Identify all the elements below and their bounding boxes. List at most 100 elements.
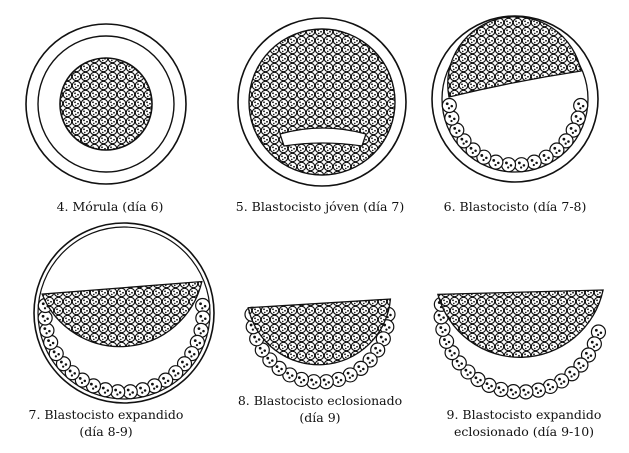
cell-nucleus-dot bbox=[107, 389, 110, 392]
trophoblast-cell bbox=[519, 385, 533, 399]
cell-nucleus-dot bbox=[198, 327, 201, 330]
cell-nucleus-dot bbox=[600, 331, 603, 334]
cell-nucleus-dot bbox=[389, 314, 392, 317]
cell-nucleus-dot bbox=[190, 355, 192, 357]
cell-nucleus-dot bbox=[467, 374, 469, 376]
cell-nucleus-dot bbox=[558, 149, 561, 152]
cell-nucleus-dot bbox=[579, 367, 581, 369]
cell-nucleus-dot bbox=[553, 147, 556, 150]
cell-nucleus-dot bbox=[570, 127, 573, 130]
cell-nucleus-dot bbox=[445, 343, 447, 345]
cell-nucleus-dot bbox=[199, 315, 202, 318]
cell-nucleus-dot bbox=[55, 355, 57, 357]
cell-nucleus-dot bbox=[250, 324, 253, 327]
cell-nucleus-dot bbox=[261, 352, 263, 354]
cell-nucleus-dot bbox=[575, 115, 578, 118]
cell-nucleus-dot bbox=[42, 302, 45, 305]
cell-nucleus-dot bbox=[451, 354, 453, 356]
cell-nucleus-dot bbox=[537, 392, 539, 394]
cell-nucleus-dot bbox=[535, 387, 538, 390]
hatched-blastocyst-embryo bbox=[245, 299, 395, 389]
cell-nucleus-dot bbox=[577, 102, 580, 105]
cell-nucleus-dot bbox=[127, 389, 130, 392]
cell-nucleus-dot bbox=[547, 383, 550, 386]
cell-nucleus-dot bbox=[570, 375, 572, 377]
cell-nucleus-dot bbox=[255, 340, 257, 342]
cell-nucleus-dot bbox=[464, 369, 467, 372]
cell-nucleus-dot bbox=[458, 365, 460, 367]
cell-nucleus-dot bbox=[271, 359, 274, 362]
cell-nucleus-dot bbox=[104, 391, 106, 393]
cell-nucleus-dot bbox=[129, 393, 131, 395]
cell-nucleus-dot bbox=[480, 154, 483, 157]
hatched-expanded-blastocyst-embryo bbox=[434, 290, 605, 399]
caption-blastocisto-eclosionado: 8. Blastocisto eclosionado (día 9) bbox=[220, 392, 420, 426]
cell-nucleus-dot bbox=[204, 305, 207, 308]
cell-nucleus-dot bbox=[79, 377, 82, 380]
cell-nucleus-dot bbox=[312, 383, 314, 385]
cell-nucleus-dot bbox=[579, 118, 582, 121]
cell-nucleus-dot bbox=[486, 382, 489, 385]
cell-nucleus-dot bbox=[475, 376, 478, 379]
cell-nucleus-dot bbox=[253, 336, 256, 339]
trophoblast-cell bbox=[38, 311, 52, 325]
cell-nucleus-dot bbox=[507, 166, 509, 168]
cell-nucleus-dot bbox=[371, 359, 374, 362]
cell-nucleus-dot bbox=[44, 320, 46, 322]
inner-cell-mass bbox=[249, 29, 395, 175]
cell-nucleus-dot bbox=[362, 368, 365, 371]
cell-nucleus-dot bbox=[563, 138, 566, 141]
cell-nucleus-dot bbox=[347, 372, 350, 375]
cell-nucleus-dot bbox=[164, 382, 166, 384]
cell-nucleus-dot bbox=[455, 132, 457, 134]
cell-nucleus-dot bbox=[162, 377, 165, 380]
cell-nucleus-dot bbox=[367, 357, 370, 360]
cell-nucleus-dot bbox=[552, 386, 555, 389]
cell-nucleus-dot bbox=[448, 341, 451, 344]
cell-nucleus-dot bbox=[587, 357, 589, 359]
cell-nucleus-dot bbox=[582, 105, 585, 108]
cell-nucleus-dot bbox=[276, 365, 279, 368]
cell-nucleus-dot bbox=[555, 152, 557, 154]
cell-nucleus-dot bbox=[510, 164, 513, 167]
cell-nucleus-dot bbox=[60, 361, 63, 364]
inner-cell-mass bbox=[438, 290, 603, 357]
cell-nucleus-dot bbox=[151, 383, 154, 386]
cell-nucleus-dot bbox=[201, 320, 203, 322]
cell-nucleus-dot bbox=[340, 379, 343, 382]
trophoblast-cell bbox=[123, 385, 137, 399]
cell-nucleus-dot bbox=[204, 317, 207, 320]
trophoblast-cell bbox=[196, 298, 210, 312]
cell-nucleus-dot bbox=[568, 371, 571, 374]
cell-nucleus-dot bbox=[141, 391, 143, 393]
cell-nucleus-dot bbox=[325, 383, 327, 385]
cell-nucleus-dot bbox=[291, 374, 294, 377]
cell-nucleus-dot bbox=[450, 120, 452, 122]
cell-nucleus-dot bbox=[374, 347, 377, 350]
cell-nucleus-dot bbox=[188, 350, 191, 353]
cell-nucleus-dot bbox=[597, 334, 599, 336]
cell-nucleus-dot bbox=[497, 162, 500, 165]
cell-nucleus-dot bbox=[69, 370, 72, 373]
trophoblast-cell bbox=[332, 372, 346, 386]
cell-nucleus-dot bbox=[280, 368, 283, 371]
cell-nucleus-dot bbox=[494, 164, 496, 166]
cell-nucleus-dot bbox=[382, 340, 384, 342]
cell-nucleus-dot bbox=[252, 328, 254, 330]
cell-nucleus-dot bbox=[131, 391, 134, 394]
cell-nucleus-dot bbox=[460, 362, 463, 365]
cell-nucleus-dot bbox=[183, 365, 185, 367]
trophoblast-cell bbox=[445, 111, 459, 125]
cell-nucleus-dot bbox=[482, 159, 484, 161]
cell-nucleus-dot bbox=[385, 328, 387, 330]
cell-nucleus-dot bbox=[376, 352, 378, 354]
cell-nucleus-dot bbox=[379, 349, 382, 352]
cell-nucleus-dot bbox=[337, 381, 339, 383]
cell-nucleus-dot bbox=[444, 329, 447, 332]
cell-nucleus-dot bbox=[567, 140, 570, 143]
cell-nucleus-dot bbox=[448, 107, 450, 109]
cell-nucleus-dot bbox=[327, 381, 330, 384]
cell-nucleus-dot bbox=[286, 372, 289, 375]
